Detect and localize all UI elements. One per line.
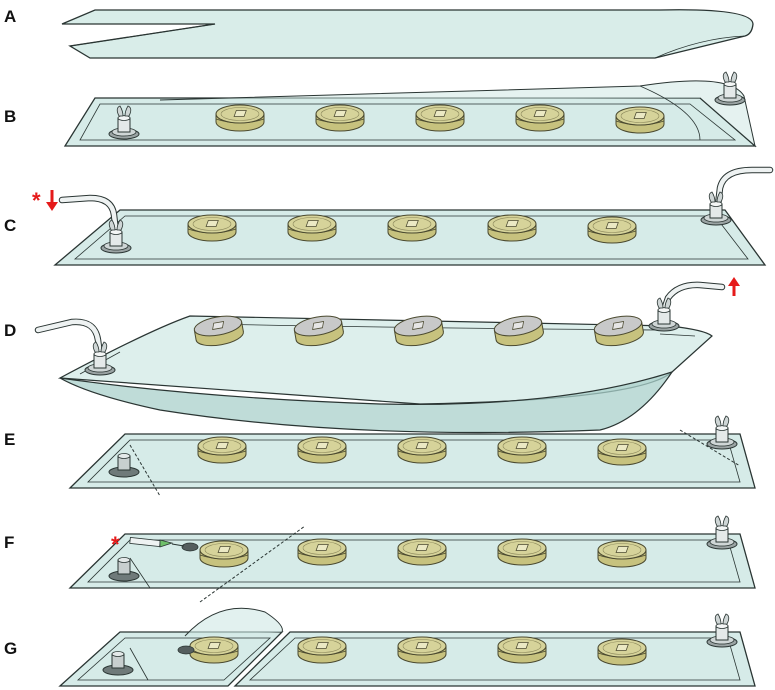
step-c-asterisk: * [32, 188, 41, 213]
step-a-empty-bag [61, 9, 754, 59]
step-c-down-arrow [46, 190, 58, 211]
step-f-dish-1 [199, 540, 249, 568]
step-label-c: C [4, 216, 16, 235]
step-f-injection: * [68, 515, 756, 603]
step-c-dish-3 [387, 214, 437, 242]
step-e-sealed-bag [68, 415, 756, 497]
step-e-dish-3 [397, 436, 447, 464]
step-f-septum [181, 542, 199, 552]
step-b-dish-3 [415, 104, 465, 132]
step-e-dish-1 [197, 436, 247, 464]
step-e-dish-2 [297, 436, 347, 464]
step-b-dish-5 [615, 106, 665, 134]
step-f-cut-line [199, 525, 306, 603]
step-e-port-right [706, 415, 738, 450]
step-b-dish-4 [515, 104, 565, 132]
step-g-dish-5 [597, 638, 647, 666]
step-b-dish-1 [215, 104, 265, 132]
step-c-dish-5 [587, 216, 637, 244]
step-c-dish-1 [187, 214, 237, 242]
step-f-dish-2 [297, 538, 347, 566]
step-e-dish-4 [497, 436, 547, 464]
step-c-dish-4 [487, 214, 537, 242]
step-g-dish-4 [497, 636, 547, 664]
step-b-bag-with-dishes [63, 71, 757, 148]
step-d-inflated-bag [34, 277, 740, 434]
step-f-dish-5 [597, 540, 647, 568]
step-f-needle [129, 537, 185, 548]
step-e-cut-line-right [679, 429, 741, 467]
step-e-dish-5 [597, 438, 647, 466]
step-f-asterisk: * [111, 532, 120, 557]
step-label-a: A [4, 7, 16, 26]
step-g-dish-3 [397, 636, 447, 664]
step-g-septum [177, 645, 195, 655]
step-f-port-right [706, 515, 738, 550]
step-c-dish-2 [287, 214, 337, 242]
step-f-dish-3 [397, 538, 447, 566]
step-d-up-arrow [728, 277, 740, 296]
step-g-dish-2 [297, 636, 347, 664]
step-label-b: B [4, 107, 16, 126]
step-label-f: F [4, 533, 14, 552]
step-f-dish-4 [497, 538, 547, 566]
step-label-e: E [4, 430, 15, 449]
step-label-d: D [4, 321, 16, 340]
step-c-sealed-bag-with-tubes: * [32, 166, 774, 266]
step-b-dish-2 [315, 104, 365, 132]
step-g-dish-1 [189, 636, 239, 664]
step-g-port-right [706, 613, 738, 648]
step-label-g: G [4, 639, 17, 658]
step-g-separated-bag [58, 607, 756, 687]
